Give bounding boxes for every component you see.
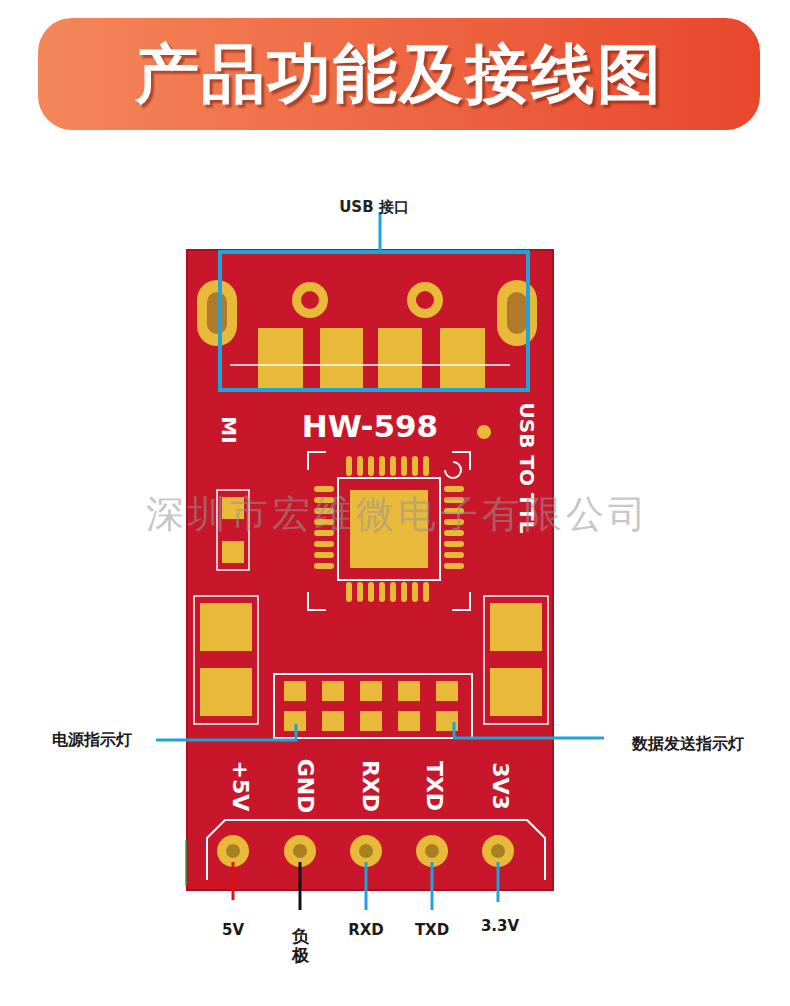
wire-label: RXD	[348, 923, 384, 938]
led-block	[274, 674, 472, 738]
leader-line	[379, 212, 382, 250]
title: 产品功能及接线图	[135, 31, 663, 118]
usb-port-box: USB 接口	[218, 250, 530, 392]
callout-label: 数据发送指示灯	[632, 736, 744, 752]
pin-label: RXD	[359, 760, 381, 812]
callout-label: 电源指示灯	[52, 732, 132, 748]
wire-label: 5V	[222, 923, 244, 938]
pin-label: +5V	[229, 761, 251, 812]
pin-label: GND	[294, 759, 316, 814]
wire-label: 3.3V	[481, 919, 519, 934]
pcb-board	[187, 250, 553, 890]
pin-label: 3V3	[489, 762, 511, 810]
model-number: HW-598	[302, 411, 438, 442]
leader-line	[454, 722, 604, 738]
wire-label: 负极	[292, 927, 309, 964]
pin-label: TXD	[423, 761, 445, 811]
port-label: USB 接口	[339, 198, 409, 217]
silk-label: MI	[219, 416, 239, 443]
title-banner	[38, 18, 760, 130]
wire-label: TXD	[415, 923, 449, 938]
leader-line	[156, 724, 296, 740]
watermark: 深圳市宏维微电子有限公司	[146, 495, 650, 533]
led-pads	[284, 681, 458, 731]
header-outline	[207, 820, 545, 880]
usb-pads	[197, 280, 537, 392]
